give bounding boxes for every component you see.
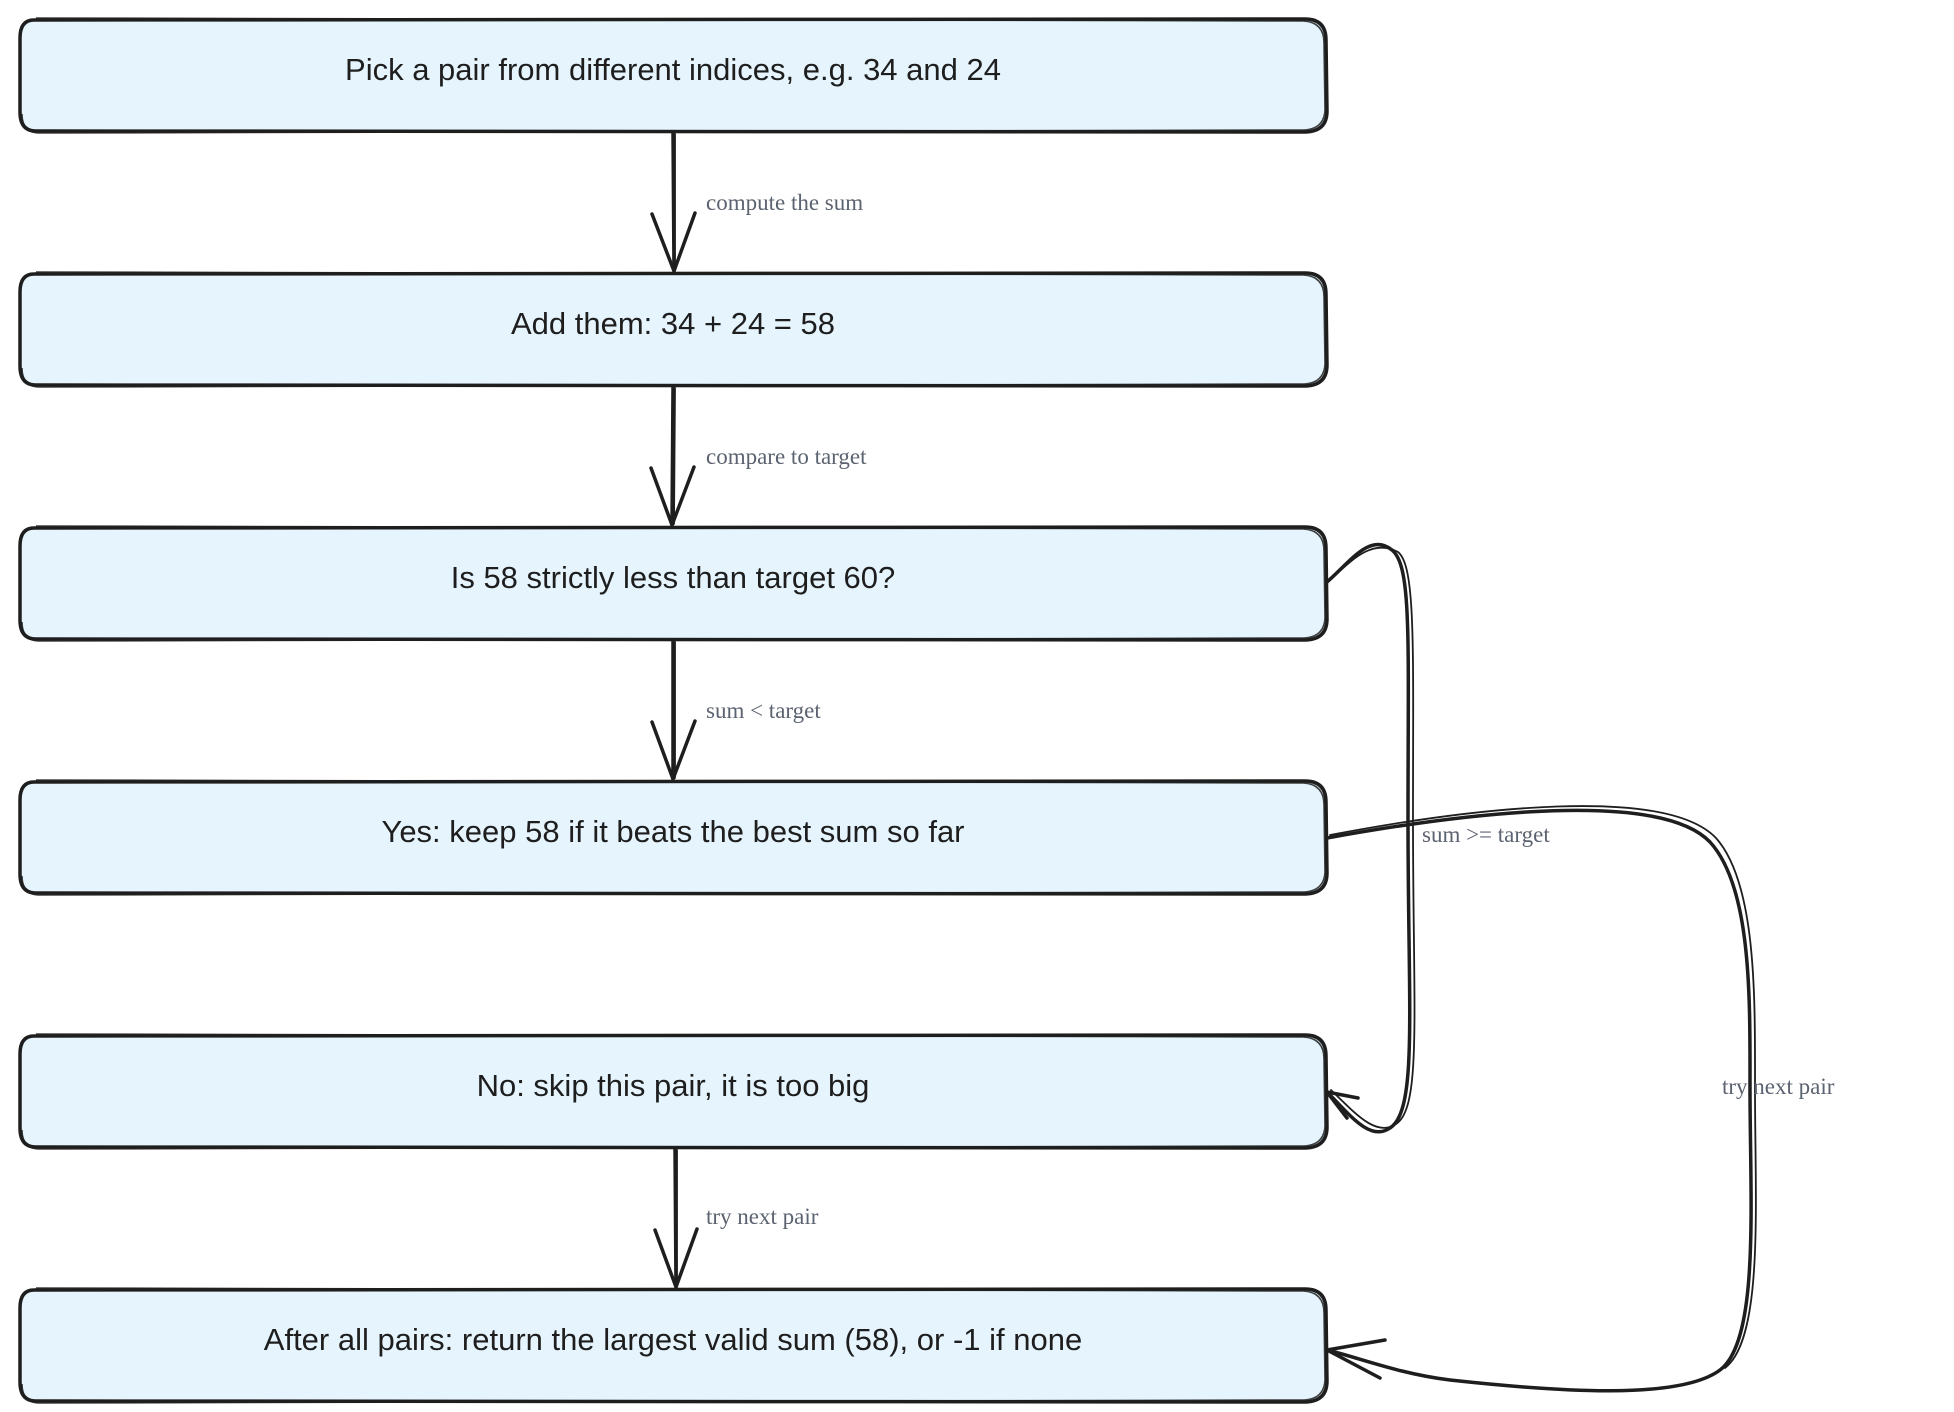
edge-add-to-compare-label: compare to target — [706, 444, 867, 469]
edge-compare-to-yes-label: sum < target — [706, 698, 821, 723]
node-compare[interactable]: Is 58 strictly less than target 60? — [18, 525, 1329, 642]
edge-no-to-result: try next pair — [653, 1147, 819, 1289]
edge-pick-to-add-label: compute the sum — [706, 190, 863, 215]
node-result[interactable]: After all pairs: return the largest vali… — [18, 1287, 1329, 1404]
edge-compare-to-no: sum >= target — [1325, 542, 1550, 1134]
edge-pick-to-add: compute the sum — [650, 131, 863, 273]
node-yes-keep[interactable]: Yes: keep 58 if it beats the best sum so… — [18, 779, 1329, 896]
node-no-skip-label: No: skip this pair, it is too big — [477, 1068, 870, 1103]
node-result-label: After all pairs: return the largest vali… — [264, 1322, 1082, 1357]
edge-yes-to-result-label: try next pair — [1722, 1074, 1835, 1099]
edge-compare-to-no-label: sum >= target — [1422, 822, 1550, 847]
edge-compare-to-yes: sum < target — [650, 639, 821, 781]
edge-no-to-result-label: try next pair — [706, 1204, 819, 1229]
node-yes-keep-label: Yes: keep 58 if it beats the best sum so… — [381, 814, 964, 849]
node-no-skip[interactable]: No: skip this pair, it is too big — [18, 1033, 1329, 1150]
node-add-them[interactable]: Add them: 34 + 24 = 58 — [18, 271, 1329, 388]
node-pick-pair-label: Pick a pair from different indices, e.g.… — [345, 52, 1001, 87]
node-pick-pair[interactable]: Pick a pair from different indices, e.g.… — [18, 17, 1329, 134]
edge-yes-to-result: try next pair — [1325, 805, 1835, 1393]
edge-add-to-compare: compare to target — [649, 385, 867, 527]
node-compare-label: Is 58 strictly less than target 60? — [451, 560, 896, 595]
node-add-them-label: Add them: 34 + 24 = 58 — [511, 306, 835, 341]
